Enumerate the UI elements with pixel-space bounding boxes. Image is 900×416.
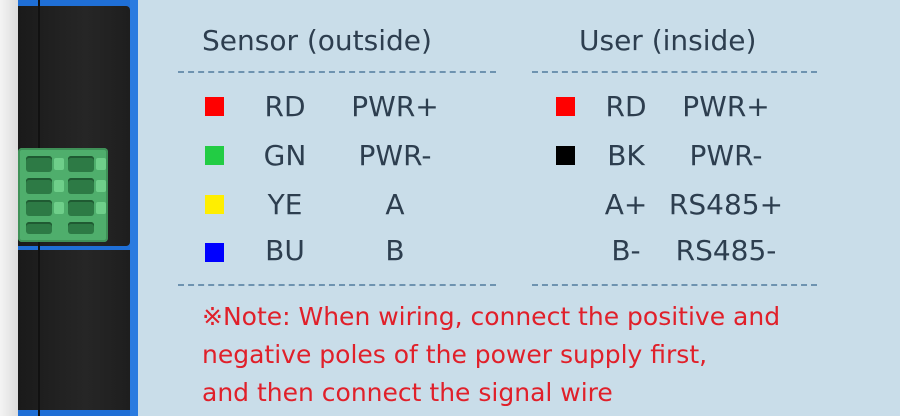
- terminal-pin: [54, 158, 64, 170]
- wire-signal: RS485+: [668, 188, 784, 221]
- terminal-slot: [26, 200, 52, 216]
- green-terminal-block: [18, 148, 108, 242]
- terminal-pin: [54, 180, 64, 192]
- wire-color-swatch: [205, 243, 224, 262]
- wire-code: RD: [605, 90, 647, 123]
- wire-signal: PWR+: [682, 90, 770, 123]
- wire-color-swatch: [205, 97, 224, 116]
- terminal-slot: [68, 156, 94, 172]
- divider-bottom-sensor: [178, 284, 496, 286]
- divider-bottom-user: [532, 284, 817, 286]
- terminal-pin: [96, 180, 106, 192]
- note-line: negative poles of the power supply first…: [202, 340, 708, 369]
- device-photo: [0, 0, 138, 416]
- wire-code: YE: [267, 188, 303, 221]
- wire-color-swatch: [556, 97, 575, 116]
- wire-color-swatch: [556, 146, 575, 165]
- terminal-slot: [26, 156, 52, 172]
- terminal-slot: [68, 222, 94, 234]
- wire-code: B-: [611, 234, 641, 267]
- terminal-pin: [96, 202, 106, 214]
- note-line: ※Note: When wiring, connect the positive…: [202, 302, 781, 331]
- wire-signal: RS485-: [675, 234, 777, 267]
- wire-code: BU: [265, 234, 305, 267]
- terminal-pin: [96, 158, 106, 170]
- terminal-slot: [68, 178, 94, 194]
- terminal-pin: [54, 202, 64, 214]
- device-housing-bottom: [18, 250, 130, 410]
- note-line: and then connect the signal wire: [202, 378, 613, 407]
- divider-top-sensor: [178, 71, 496, 73]
- wiring-note: ※Note: When wiring, connect the positive…: [202, 298, 872, 412]
- wire-signal: PWR-: [689, 139, 763, 172]
- wire-signal: A: [385, 188, 405, 221]
- divider-top-user: [532, 71, 817, 73]
- wire-code: RD: [264, 90, 306, 123]
- din-rail-mount: [0, 0, 18, 416]
- terminal-slot: [26, 222, 52, 234]
- sensor-header: Sensor (outside): [202, 24, 432, 57]
- wire-code: BK: [607, 139, 645, 172]
- wire-signal: B: [385, 234, 405, 267]
- wire-signal: PWR+: [351, 90, 439, 123]
- wire-signal: PWR-: [358, 139, 432, 172]
- wire-code: GN: [263, 139, 307, 172]
- wire-color-swatch: [205, 195, 224, 214]
- frame-edge: [130, 0, 138, 416]
- user-header: User (inside): [579, 24, 757, 57]
- terminal-slot: [26, 178, 52, 194]
- terminal-slot: [68, 200, 94, 216]
- wire-color-swatch: [205, 146, 224, 165]
- wire-code: A+: [604, 188, 648, 221]
